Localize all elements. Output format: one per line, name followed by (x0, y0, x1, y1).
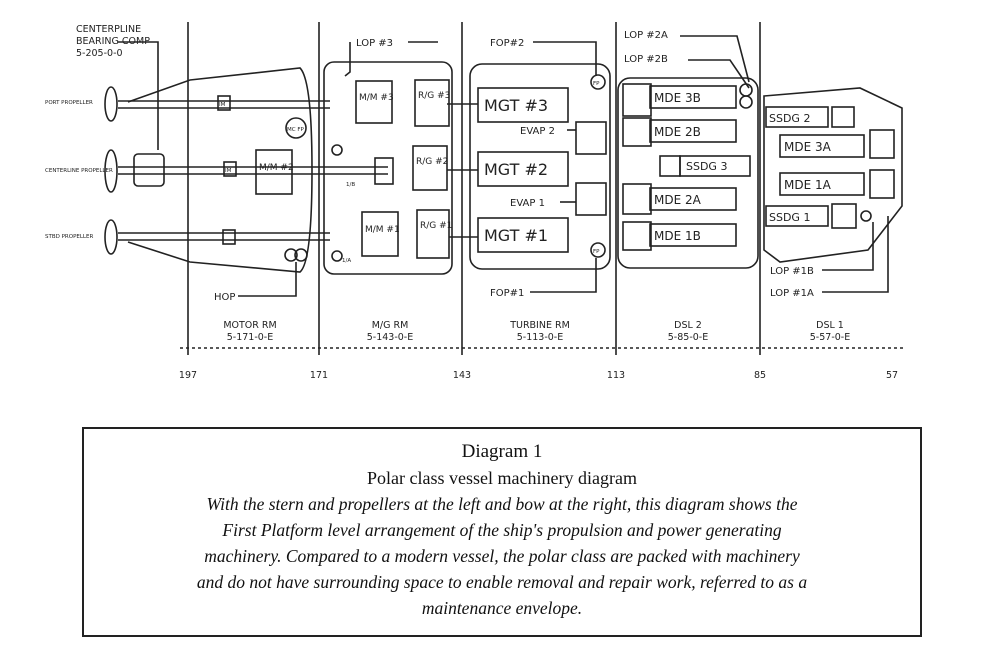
mm-1-label: M/M #1 (365, 225, 400, 235)
centerline-label-1: CENTERPLINE (76, 24, 141, 35)
fop-2-callout: FOP#2 (490, 38, 524, 49)
one-a-label: 1/A (342, 258, 351, 264)
room-mg-name: M/G RM (372, 320, 409, 331)
frame-113: 113 (607, 370, 625, 381)
one-b-label: 1/B (346, 182, 355, 188)
port-propeller-label: PORT PROPELLER (45, 100, 93, 106)
rg-3-label: R/G #3 (418, 91, 450, 101)
room-dsl2-name: DSL 2 (674, 320, 702, 331)
evap-2-label: EVAP 2 (520, 126, 555, 137)
room-turbine-code: 5-113-0-E (517, 332, 564, 343)
lop-1b-callout: LOP #1B (770, 266, 814, 277)
hop-callout: HOP (214, 292, 235, 303)
ssdg-1-label: SSDG 1 (769, 211, 810, 224)
fp-label-1: FP (593, 81, 600, 87)
caption-title: Diagram 1 (461, 441, 543, 462)
caption-line: and do not have surrounding space to ena… (196, 572, 808, 592)
caption-line: First Platform level arrangement of the … (222, 520, 782, 540)
lop-3-callout: LOP #3 (356, 38, 393, 49)
frame-171: 171 (310, 370, 328, 381)
mde-3a-label: MDE 3A (784, 140, 832, 154)
centerline-label-3: 5-205-0-0 (76, 48, 123, 59)
caption-subtitle: Polar class vessel machinery diagram (367, 468, 637, 488)
mgt-2-label: MGT #2 (484, 160, 548, 179)
caption-line: With the stern and propellers at the lef… (206, 494, 798, 514)
fp-label-2: FP (593, 249, 600, 255)
mde-2b-label: MDE 2B (654, 125, 701, 139)
shaft-label-center: IM (225, 168, 232, 174)
frame-57: 57 (886, 370, 898, 381)
room-motor-name: MOTOR RM (223, 320, 276, 331)
caption-box: Diagram 1 Polar class vessel machinery d… (82, 427, 922, 637)
rg-2-label: R/G #2 (416, 157, 448, 167)
room-dsl1-code: 5-57-0-E (810, 332, 850, 343)
caption-body: With the stern and propellers at the lef… (98, 491, 906, 621)
room-dsl1-name: DSL 1 (816, 320, 844, 331)
rg-1-label: R/G #1 (420, 221, 452, 231)
evap-1-label: EVAP 1 (510, 198, 545, 209)
mde-3b-label: MDE 3B (654, 91, 701, 105)
centerline-propeller-label: CENTERLINE PROPELLER (45, 168, 113, 174)
frame-143: 143 (453, 370, 471, 381)
stbd-propeller-label: STBD PROPELLER (45, 234, 93, 240)
room-mg-code: 5-143-0-E (367, 332, 414, 343)
caption-line: maintenance envelope. (421, 598, 583, 618)
frame-197: 197 (179, 370, 197, 381)
lop-2b-callout: LOP #2B (624, 54, 668, 65)
caption-line: machinery. Compared to a modern vessel, … (204, 546, 800, 566)
room-motor-code: 5-171-0-E (227, 332, 274, 343)
mde-1a-label: MDE 1A (784, 178, 832, 192)
shaft-label-port: IM (219, 102, 226, 108)
lop-2a-callout: LOP #2A (624, 30, 668, 41)
mm-2-label: M/M #2 (259, 163, 294, 173)
frame-85: 85 (754, 370, 766, 381)
lop-1a-callout: LOP #1A (770, 288, 814, 299)
mcfp-label: MC FP (287, 127, 304, 133)
room-turbine-name: TURBINE RM (509, 320, 570, 331)
mde-1b-label: MDE 1B (654, 229, 701, 243)
centerline-label-2: BEARING COMP (76, 36, 150, 47)
room-dsl2-code: 5-85-0-E (668, 332, 708, 343)
mgt-3-label: MGT #3 (484, 96, 548, 115)
mde-2a-label: MDE 2A (654, 193, 702, 207)
mgt-1-label: MGT #1 (484, 226, 548, 245)
ssdg-3-label: SSDG 3 (686, 160, 727, 173)
ssdg-2-label: SSDG 2 (769, 112, 810, 125)
machinery-diagram: CENTERPLINE BEARING COMP 5-205-0-0 PORT … (45, 22, 905, 381)
mm-3-label: M/M #3 (359, 93, 394, 103)
fop-1-callout: FOP#1 (490, 288, 524, 299)
